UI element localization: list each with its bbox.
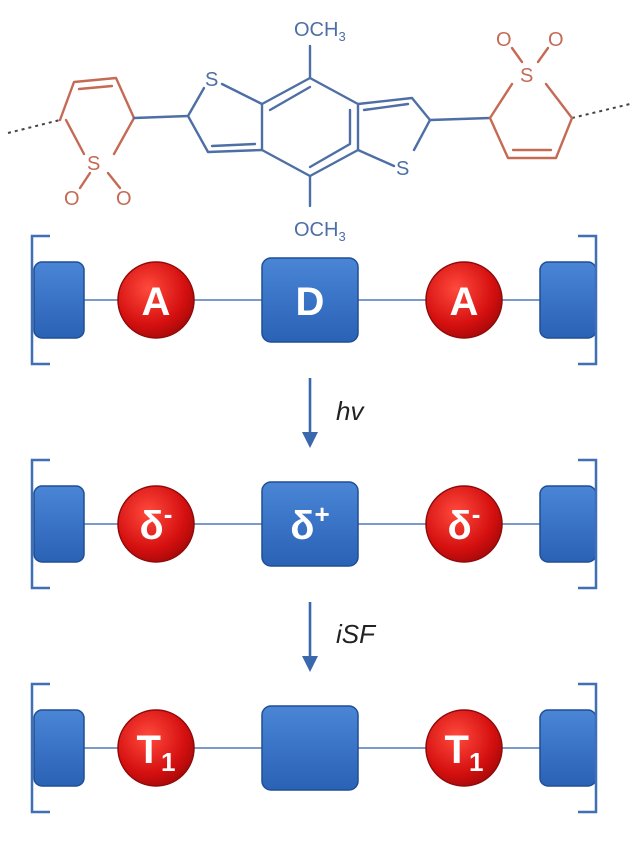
oxygen-left-1: O [64, 188, 80, 210]
methoxy-top-label: OCH3 [294, 19, 346, 44]
chain-end-right [571, 103, 631, 119]
repeat-unit-rows: A A Dδ-δ-δ+ T1 T1 [30, 234, 598, 814]
oxygen-right-1: O [496, 29, 512, 51]
edge-donor-left [33, 709, 85, 787]
bracket-right [578, 234, 598, 366]
oxygen-left-2: O [116, 188, 132, 210]
oxygen-right-2: O [548, 29, 564, 51]
edge-donor-right [539, 485, 597, 563]
acceptor-label-right: T1 [445, 728, 484, 777]
acceptor-unit-right [425, 709, 503, 787]
donor-unit-center [261, 481, 359, 567]
edge-donor-left [33, 485, 85, 563]
acceptor-label-right: δ- [448, 499, 481, 548]
donor-label-center: D [296, 280, 325, 324]
thiophene-dioxide-icon [58, 76, 136, 190]
bond-link-left [132, 114, 190, 120]
donor-label-center: δ+ [290, 499, 329, 548]
polymer-structure: S O O S S OCH3 [7, 19, 631, 244]
singlet-fission-label: iSF [336, 619, 377, 649]
methoxy-bottom: OCH3 [294, 219, 346, 244]
row-charge-transfer: δ-δ-δ+ [30, 458, 598, 590]
bracket-left [30, 682, 50, 814]
photoexcitation-step: hv [302, 378, 365, 448]
chain-end-left [7, 119, 61, 134]
singlet-fission-step: iSF [302, 602, 377, 672]
row-triplet-pair: T1 T1 [30, 682, 598, 814]
thiophene-dioxide-icon [488, 46, 574, 160]
arrow-down-icon [302, 432, 318, 448]
thiophene-s-right: S [396, 158, 409, 180]
bracket-left [30, 458, 50, 590]
sulfone-s-right: S [520, 65, 533, 87]
photoexcitation-label: hv [336, 396, 365, 426]
methoxy-bottom-label: OCH3 [294, 219, 346, 244]
benzodithiophene-icon [186, 44, 432, 208]
thiophene-s-left: S [205, 69, 218, 91]
acceptor-unit-left [117, 485, 195, 563]
acceptor-unit-right [425, 485, 503, 563]
acceptor-unit-right [425, 261, 503, 339]
process-steps: hv iSF [302, 378, 377, 672]
acceptor-unit-left [117, 261, 195, 339]
bracket-right [578, 458, 598, 590]
acceptor-unit-left [117, 709, 195, 787]
donor-unit-center [261, 705, 359, 791]
donor-unit-center [261, 257, 359, 343]
edge-donor-right [539, 261, 597, 339]
methoxy-top: OCH3 [294, 19, 346, 44]
bracket-right [578, 682, 598, 814]
acceptor-label-right: A [450, 280, 479, 324]
bond-link-right [428, 116, 492, 122]
acceptor-label-left: T1 [137, 728, 176, 777]
arrow-down-icon [302, 656, 318, 672]
edge-donor-right [539, 709, 597, 787]
edge-donor-left [33, 261, 85, 339]
acceptor-label-left: δ- [140, 499, 173, 548]
bracket-left [30, 234, 50, 366]
sulfone-s-left: S [87, 153, 100, 175]
acceptor-label-left: A [142, 280, 171, 324]
